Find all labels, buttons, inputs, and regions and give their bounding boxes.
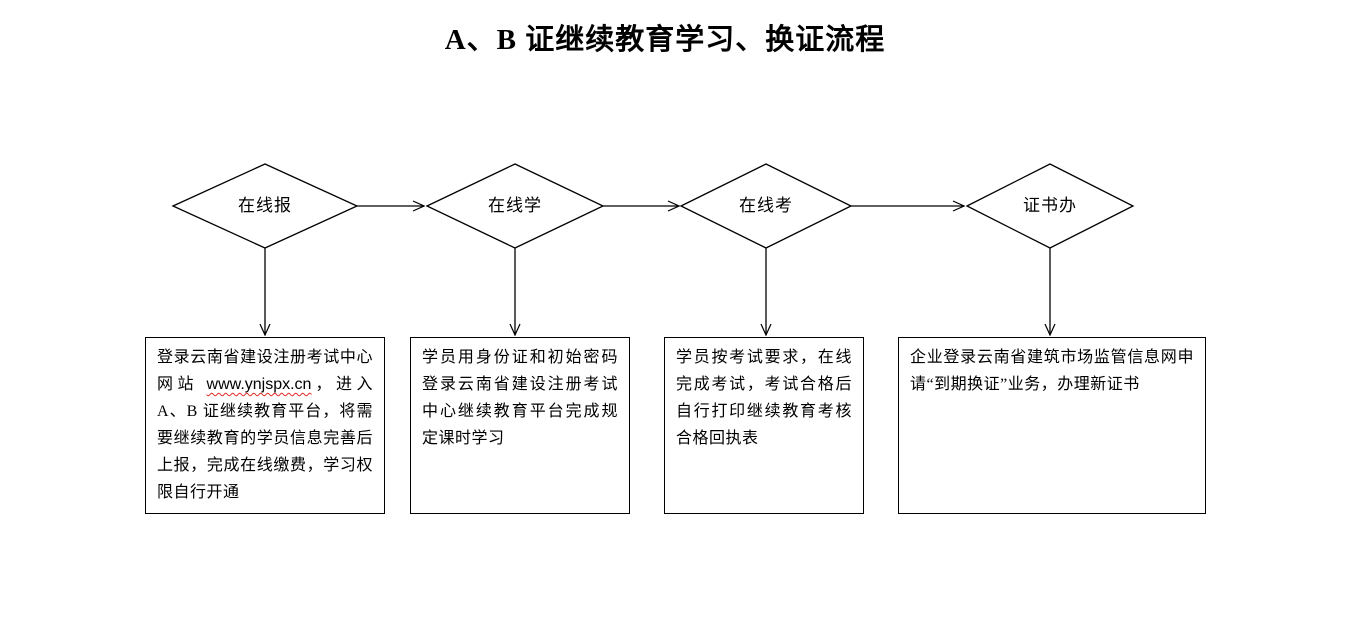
diamond-label-online-register: 在线报 — [238, 196, 292, 215]
page-title: A、B 证继续教育学习、换证流程 — [444, 24, 886, 56]
diamond-shape-certificate — [965, 163, 1135, 249]
flow-box-certificate-description: 企业登录云南省建筑市场监管信息网申请“到期换证”业务，办理新证书 — [898, 337, 1206, 514]
exam-desc-text: 学员按考试要求，在线完成考试，考试合格后自行打印继续教育考核合格回执表 — [676, 349, 852, 447]
study-desc-text: 学员用身份证和初始密码登录云南省建设注册考试中心继续教育平台完成规定课时学习 — [422, 349, 618, 447]
flow-box-exam-description: 学员按考试要求，在线完成考试，考试合格后自行打印继续教育考核合格回执表 — [664, 337, 864, 514]
register-desc-url: www.ynjspx.cn — [206, 376, 312, 393]
diamond-label-online-exam: 在线考 — [739, 196, 793, 215]
register-desc-text-before-url: 登录云南省建设注册考试中心网站 — [157, 349, 373, 393]
flow-box-register-description: 登录云南省建设注册考试中心网站 www.ynjspx.cn，进入 A、B 证继续… — [145, 337, 385, 514]
flow-box-study-description: 学员用身份证和初始密码登录云南省建设注册考试中心继续教育平台完成规定课时学习 — [410, 337, 630, 514]
diamond-label-online-study: 在线学 — [488, 196, 542, 215]
register-desc-text-after-url: ，进入 A、B 证继续教育平台，将需要继续教育的学员信息完善后上报，完成在线缴费… — [157, 376, 373, 501]
diamond-label-certificate: 证书办 — [1023, 196, 1077, 215]
certificate-desc-text: 企业登录云南省建筑市场监管信息网申请“到期换证”业务，办理新证书 — [910, 349, 1194, 393]
